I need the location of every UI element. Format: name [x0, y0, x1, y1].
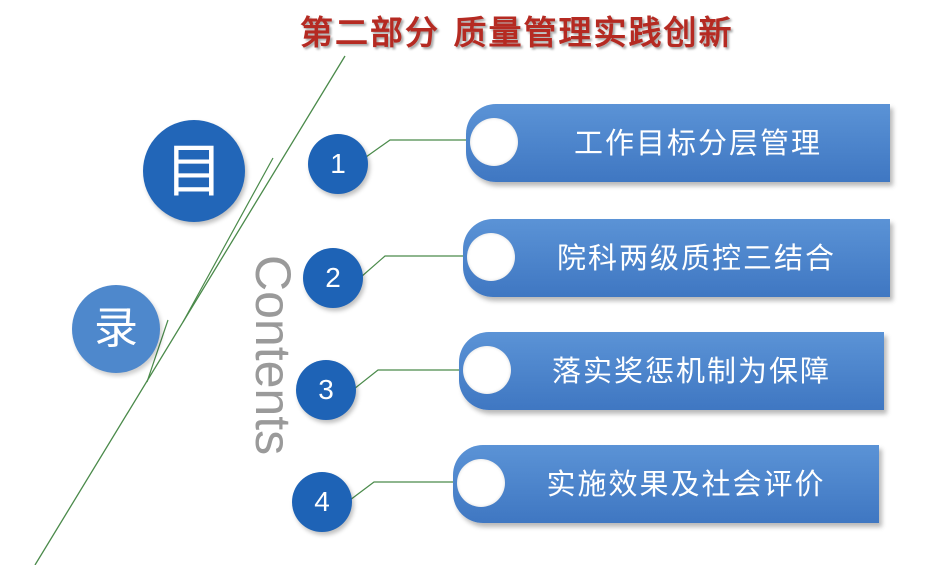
toc-circle-lu: 录 — [72, 285, 160, 373]
contents-vertical-text: Contents — [245, 255, 301, 456]
item-number-2: 2 — [303, 248, 363, 308]
connector-line-1 — [365, 139, 485, 158]
short-diagonal-line-a — [182, 157, 274, 323]
toc-item-4[interactable]: 实施效果及社会评价 — [453, 445, 879, 523]
main-diagonal-line — [34, 55, 346, 565]
item-number-1: 1 — [308, 134, 368, 194]
connector-line-4 — [349, 481, 468, 501]
connector-line-3 — [353, 369, 473, 390]
banner-knob-icon — [467, 233, 515, 281]
toc-item-label: 落实奖惩机制为保障 — [551, 354, 831, 388]
toc-item-3[interactable]: 落实奖惩机制为保障 — [459, 332, 884, 410]
toc-circle-mu: 目 — [143, 120, 245, 222]
toc-item-label: 工作目标分层管理 — [573, 126, 822, 160]
toc-item-2[interactable]: 院科两级质控三结合 — [463, 219, 890, 297]
banner-knob-icon — [457, 459, 505, 507]
short-diagonal-line-b — [146, 319, 169, 383]
item-number-4: 4 — [292, 472, 352, 532]
slide-title: 第二部分 质量管理实践创新 — [300, 13, 734, 52]
banner-knob-icon — [463, 346, 511, 394]
item-number-3: 3 — [296, 360, 356, 420]
connector-line-2 — [360, 255, 480, 278]
toc-item-label: 实施效果及社会评价 — [546, 467, 826, 501]
toc-item-1[interactable]: 工作目标分层管理 — [466, 104, 890, 182]
banner-knob-icon — [470, 118, 518, 166]
toc-item-label: 院科两级质控三结合 — [556, 241, 836, 275]
